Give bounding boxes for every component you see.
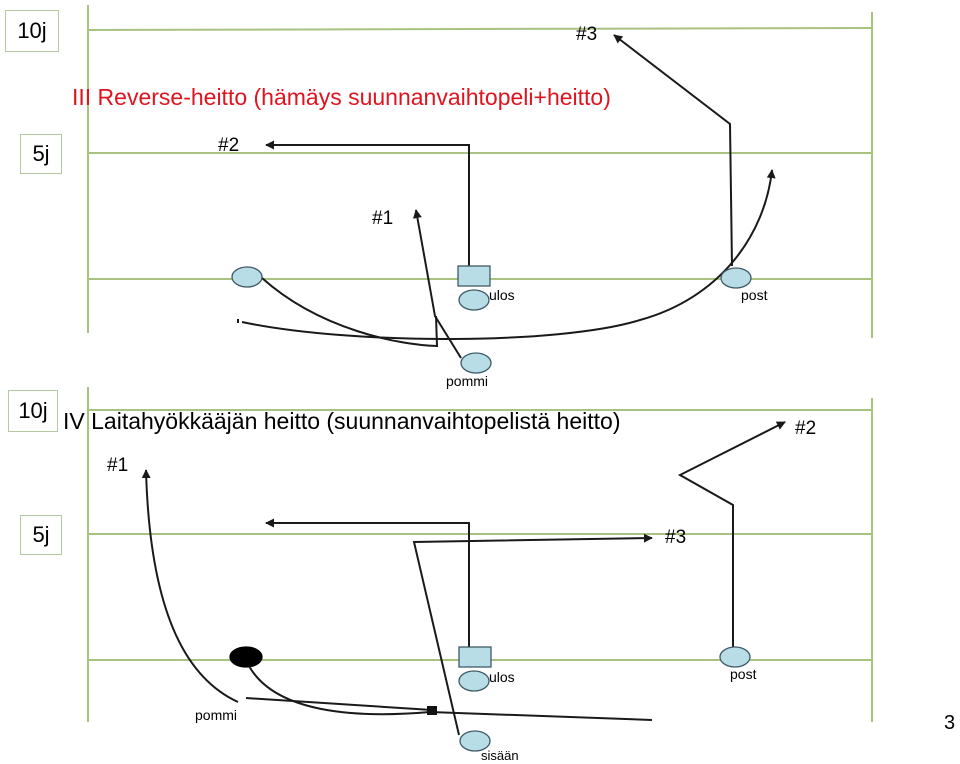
player-center <box>457 265 491 287</box>
route-black-tail <box>245 697 433 711</box>
player-left-wide <box>231 266 263 288</box>
label-sisaan: sisään <box>481 748 519 763</box>
routes-top <box>237 34 776 359</box>
route-block-mark <box>427 706 437 715</box>
route-pommi-to-1-2 <box>141 469 239 703</box>
route-reverse-sweep <box>241 169 776 340</box>
target-label-2: #2 <box>218 135 240 156</box>
route-post-to-2 <box>677 421 786 648</box>
label-post-2: post <box>730 666 757 682</box>
target-label-1-2: #1 <box>107 455 129 476</box>
target-label-2-2: #2 <box>795 418 817 439</box>
route-pommi-to-1 <box>412 209 462 359</box>
yard-marker-5-top: 5j <box>20 134 62 174</box>
target-label-3-2: #3 <box>665 527 687 548</box>
label-ulos-2: ulos <box>489 669 515 685</box>
page-number: 3 <box>944 712 956 734</box>
diagram-title-2: IV Laitahyökkääjän heitto (suunnanvaihto… <box>63 408 621 434</box>
target-label-3: #3 <box>576 24 598 45</box>
route-black-player-sweep <box>245 659 653 721</box>
route-post-to-3 <box>613 34 733 267</box>
label-post: post <box>741 287 768 303</box>
label-pommi: pommi <box>446 373 489 389</box>
players-bottom <box>229 646 751 752</box>
player-pommi <box>460 352 492 374</box>
label-ulos: ulos <box>489 287 515 303</box>
players-top <box>231 265 752 374</box>
player-ulos-2 <box>458 670 490 692</box>
player-ulos <box>458 289 490 311</box>
diagram-title-1: III Reverse-heitto (hämäys suunnanvaihto… <box>72 84 611 110</box>
target-label-1: #1 <box>372 208 394 229</box>
yard-line-10 <box>87 27 873 31</box>
player-ball-carrier <box>229 646 263 668</box>
player-post-2 <box>719 646 751 668</box>
route-sisaan-cross <box>412 533 653 736</box>
route-ulos-to-3 <box>265 518 470 650</box>
label-pommi-2: pommi <box>195 707 238 723</box>
route-reverse-to-1 <box>261 277 439 348</box>
yard-marker-10-top: 10j <box>5 10 59 52</box>
yard-marker-5-bottom: 5j <box>20 515 62 555</box>
route-ulos-to-2 <box>265 140 470 268</box>
yard-marker-10-bottom: 10j <box>8 390 58 432</box>
routes-bottom <box>141 421 786 736</box>
player-sisaan <box>459 730 491 752</box>
player-center-2 <box>458 646 492 668</box>
player-post <box>720 267 752 289</box>
